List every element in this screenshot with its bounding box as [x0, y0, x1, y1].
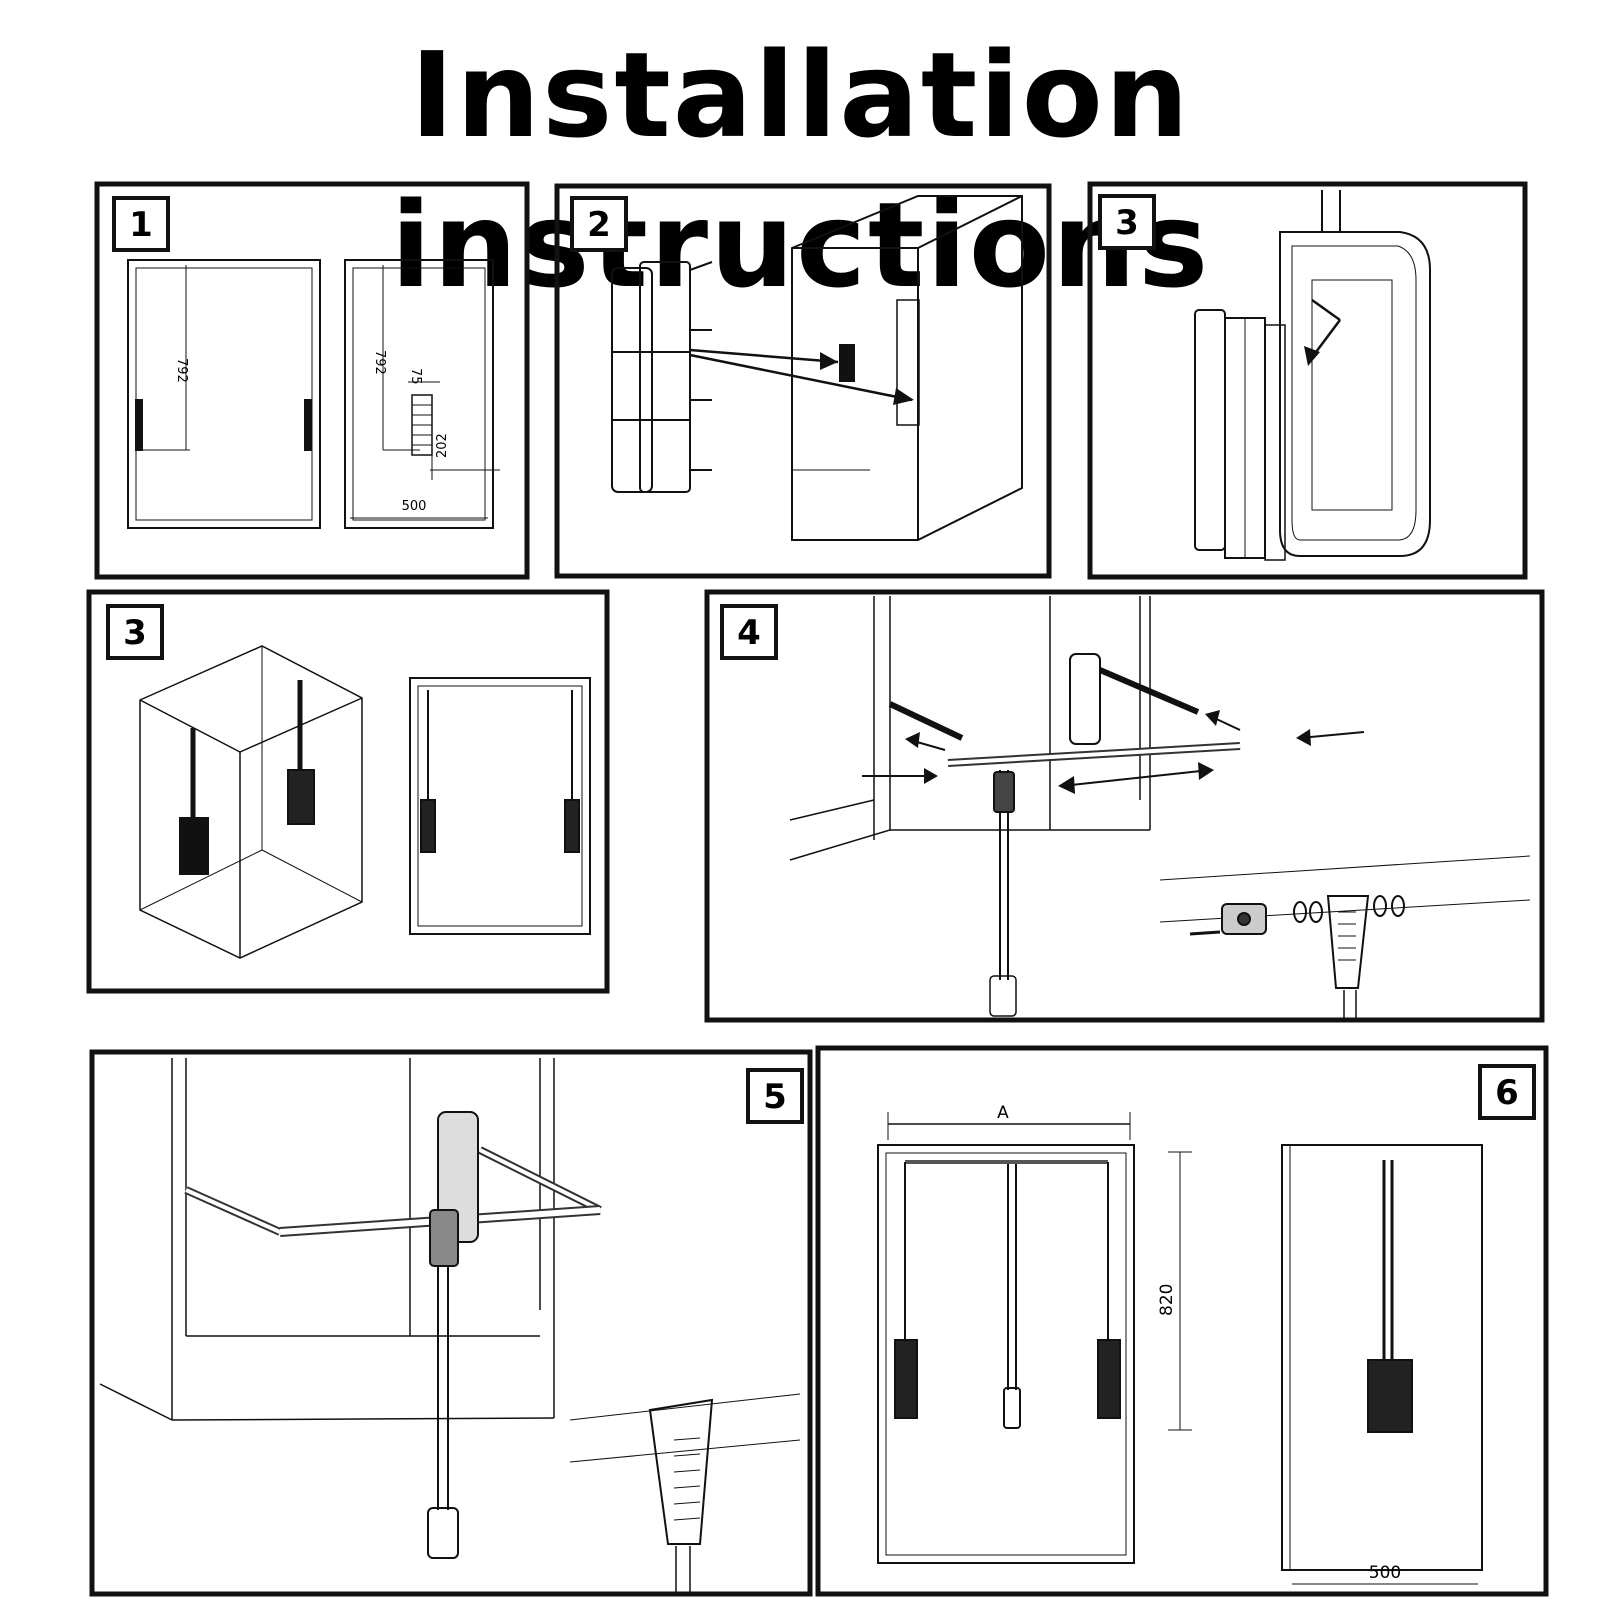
dim-small: 75	[408, 368, 423, 385]
cabinet-front-installed	[409, 677, 591, 935]
arrow-mount-lower	[689, 353, 914, 405]
step-number-4: 4	[737, 613, 761, 653]
pull-rod-5	[427, 1266, 459, 1559]
cabinet-front-left: 792	[127, 259, 321, 529]
arrows-panel-4	[862, 710, 1365, 794]
panel-6: 6 A 820	[815, 1045, 1549, 1597]
dim-width: 500	[402, 499, 427, 514]
housing-exploded	[1194, 190, 1431, 561]
mechanism-bracket	[611, 261, 713, 493]
panel-2: 2	[554, 183, 1052, 579]
detail-handle	[569, 1393, 801, 1594]
step-number-2: 2	[587, 205, 611, 245]
panel-4: 4	[704, 589, 1545, 1023]
dim-height-a: 792	[174, 358, 189, 383]
detail-exploded-fitting	[1159, 855, 1531, 1020]
dim-depth-500: 500	[1369, 1563, 1401, 1583]
cabinet-front-6: A 820	[877, 1103, 1192, 1564]
step-badge-6: 6	[1478, 1064, 1536, 1120]
step-badge-4: 4	[720, 604, 778, 660]
dim-offset: 202	[435, 433, 450, 458]
pull-rod	[989, 770, 1017, 1017]
cabinet-perspective	[139, 645, 363, 959]
cabinet-side-right: 792 75 202 500	[344, 259, 500, 529]
rail-arms	[888, 653, 1241, 767]
cabinet-side-6: 500	[1281, 1144, 1483, 1585]
panel-1: 1 792 792 75 202	[94, 181, 530, 580]
step-badge-3b: 3	[106, 604, 164, 660]
dim-height-b: 792	[372, 350, 387, 375]
step-badge-3a: 3	[1098, 194, 1156, 250]
step-number-3a: 3	[1115, 203, 1139, 243]
cabinet-interior	[789, 596, 1151, 861]
panel-5: 5	[89, 1049, 813, 1597]
cabinet-interior-5	[99, 1058, 555, 1421]
arrow-mount-upper	[689, 348, 839, 370]
rail-assembly	[184, 1111, 602, 1267]
step-number-6: 6	[1495, 1073, 1519, 1113]
cabinet-box	[791, 195, 1023, 541]
step-badge-5: 5	[746, 1068, 804, 1124]
step-number-3b: 3	[123, 613, 147, 653]
panel-3-top: 3	[1087, 181, 1528, 580]
step-badge-2: 2	[570, 196, 628, 252]
step-badge-1: 1	[112, 196, 170, 252]
step-number-5: 5	[763, 1077, 787, 1117]
panel-3-middle: 3	[86, 589, 610, 994]
step-number-1: 1	[129, 205, 153, 245]
dim-height-820: 820	[1157, 1284, 1177, 1316]
dim-a: A	[997, 1103, 1009, 1123]
